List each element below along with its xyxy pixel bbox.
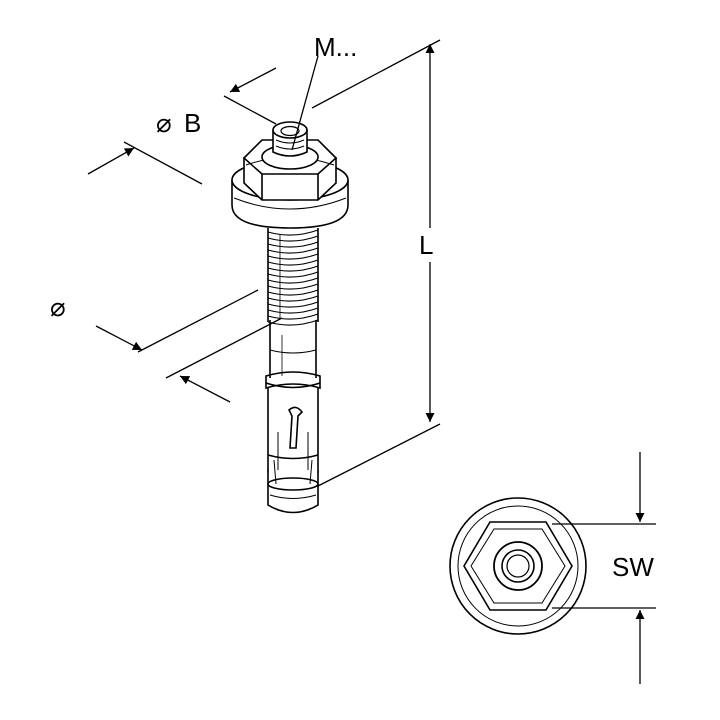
thread-turn — [267, 271, 319, 278]
drill-extension-line — [137, 289, 259, 353]
nut-top-view — [449, 497, 587, 635]
drill-dimension-arrow — [179, 375, 231, 403]
hex-nut — [242, 139, 338, 201]
thread-turn — [267, 289, 319, 296]
wrench-size-dimension — [552, 452, 656, 684]
thread-turn — [267, 295, 319, 302]
bolt-thread — [267, 228, 319, 326]
bolt-shank — [269, 320, 317, 378]
washer-diameter-letter: B — [184, 108, 201, 138]
bolt-tip — [272, 121, 308, 157]
thread-turn — [267, 259, 319, 266]
washer-extension-line — [123, 141, 203, 185]
extension-line-bottom — [317, 423, 441, 487]
expansion-sleeve — [265, 371, 321, 514]
thread-label: M... — [314, 32, 357, 62]
bolt-end-chamfer — [506, 554, 530, 578]
thread-turn — [267, 277, 319, 284]
drill-dimension-arrow — [95, 325, 143, 351]
drill-extension-line — [165, 317, 283, 379]
length-label: L — [419, 230, 433, 260]
washer-inner-ring — [457, 505, 579, 627]
thread-turn — [267, 241, 319, 248]
thread-leader-line — [291, 55, 319, 151]
dimension-lines — [87, 39, 441, 487]
washer-diameter-label: ⌀ B — [156, 108, 201, 138]
thread-turn — [267, 229, 319, 236]
washer-extension-line — [223, 95, 277, 125]
thread-turn — [267, 265, 319, 272]
thread-turn — [267, 301, 319, 308]
thread-turn — [267, 235, 319, 242]
thread-turn — [267, 313, 319, 320]
thread-turn — [267, 283, 319, 290]
wrench-size-label: SW — [612, 552, 654, 582]
thread-turn — [267, 307, 319, 314]
drill-diameter-label: ⌀ — [50, 292, 66, 322]
thread-turn — [267, 247, 319, 254]
hex-nut-bevel — [470, 528, 566, 604]
thread-turn — [267, 253, 319, 260]
extension-line-top — [311, 39, 441, 109]
diameter-symbol: ⌀ — [156, 108, 172, 138]
anchor-bolt — [231, 121, 349, 514]
diameter-symbol: ⌀ — [50, 292, 66, 322]
washer-dimension-arrow — [229, 67, 277, 93]
washer-dimension-arrow — [87, 147, 135, 175]
